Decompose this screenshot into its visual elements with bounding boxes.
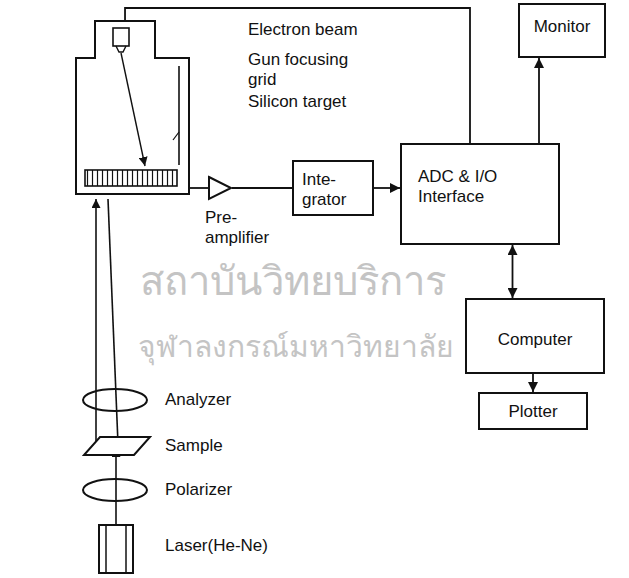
signal-line [532,374,534,392]
laser-detail [105,525,107,573]
return-beam [108,199,118,444]
laser-beam [115,448,117,525]
part-label: Polarizer [165,480,232,500]
signal-line [232,187,292,189]
part-label: Analyzer [165,390,231,410]
signal-line [538,58,540,143]
analyzer-lens [83,389,147,411]
box-label: Monitor [534,17,591,37]
vidicon-tube: Electron beamGun focusing gridSilicon ta… [75,20,190,195]
laser-body [99,525,133,573]
laser-detail [125,525,127,573]
part-label: Electron beam [248,20,358,40]
preamplifier-symbol: Pre- amplifier [208,176,232,200]
plotter-box: Plotter [478,392,588,430]
box-label: Computer [498,330,573,350]
computer-box: Computer [465,298,605,374]
integrator-box: Inte- grator [292,160,374,216]
box-label: ADC & I/O Interface [418,167,533,206]
part-label: Gun focusing grid [248,50,366,89]
tube-outline [75,20,190,195]
watermark: จุฬาลงกรณ์มหาวิทยาลัย [138,330,454,365]
part-label: Sample [165,436,223,456]
signal-line [374,187,400,189]
part-label: Silicon target [248,92,346,112]
part-label: Pre- amplifier [205,208,285,247]
signal-line [512,245,514,298]
part-label: Laser(He-Ne) [165,536,268,556]
monitor-box: Monitor [518,3,606,58]
box-label: Plotter [508,402,557,422]
interface-box: ADC & I/O Interface [400,143,560,245]
amplifier-triangle [208,176,232,200]
watermark: สถาบันวิทยบริการ [140,258,446,304]
box-label: Inte- grator [302,170,364,209]
signal-line [190,187,208,189]
polarizer-lens [83,479,147,501]
sample-plate [84,437,150,455]
